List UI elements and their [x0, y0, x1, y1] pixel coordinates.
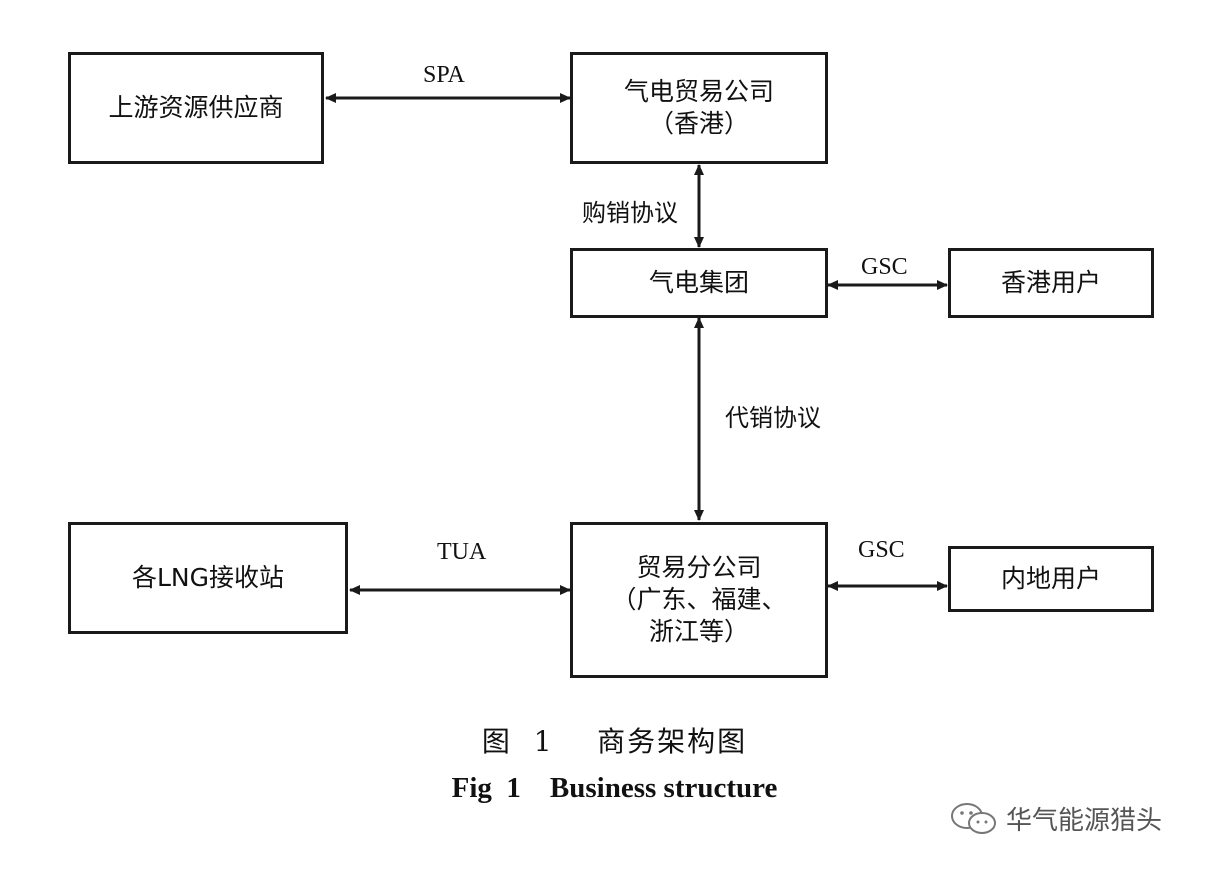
- edge-label-purchase-sales: 购销协议: [582, 199, 678, 227]
- edge-label-spa: SPA: [423, 62, 465, 88]
- node-label: 气电贸易公司: [623, 77, 774, 106]
- node-upstream-supplier: 上游资源供应商: [68, 52, 324, 164]
- node-label-sub: （广东、福建、: [611, 585, 787, 614]
- node-lng-terminals: 各LNG接收站: [68, 522, 348, 634]
- edge-label-gsc-mainland: GSC: [858, 537, 905, 563]
- watermark: 华气能源猎头: [950, 800, 1162, 837]
- node-hk-trading-company: 气电贸易公司 （香港）: [570, 52, 828, 164]
- node-label: 气电集团: [648, 268, 749, 297]
- edge-label-gsc-hk: GSC: [861, 254, 908, 280]
- node-mainland-users: 内地用户: [948, 546, 1154, 612]
- wechat-logo-icon: [951, 802, 996, 834]
- node-trading-branches: 贸易分公司 （广东、福建、 浙江等）: [570, 522, 828, 678]
- node-label: 各LNG接收站: [131, 563, 284, 592]
- node-label-sub: （香港）: [648, 109, 749, 138]
- figure-caption-en: Fig 1 Business structure: [451, 772, 778, 804]
- node-label: 上游资源供应商: [108, 93, 284, 122]
- edge-label-agency-sales: 代销协议: [725, 404, 821, 432]
- node-label-sub: 浙江等）: [648, 617, 749, 646]
- edge-label-tua: TUA: [437, 539, 487, 565]
- node-label: 贸易分公司: [636, 553, 762, 582]
- figure-caption-cn: 图 1 商务架构图: [481, 725, 748, 758]
- node-gas-power-group: 气电集团: [570, 248, 828, 318]
- node-label: 内地用户: [1000, 564, 1101, 593]
- node-hk-users: 香港用户: [948, 248, 1154, 318]
- watermark-text: 华气能源猎头: [1006, 806, 1163, 836]
- node-label: 香港用户: [1000, 268, 1101, 297]
